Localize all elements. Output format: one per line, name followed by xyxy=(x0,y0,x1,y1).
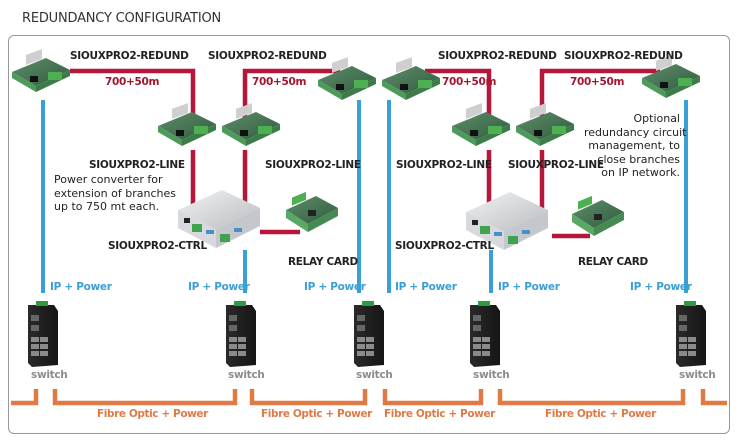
note-line: up to 750 mt each. xyxy=(54,200,160,213)
distance-label: 700+50m xyxy=(442,76,497,88)
switch-label: switch xyxy=(31,369,68,381)
line-note: Power converter for extension of branche… xyxy=(54,173,176,214)
ip-power-label: IP + Power xyxy=(188,281,250,293)
note-line: Power converter for xyxy=(54,173,163,186)
fibre-line xyxy=(52,389,238,406)
switch-label: switch xyxy=(473,369,510,381)
line-module-icon xyxy=(222,103,280,146)
ip-power-label: IP + Power xyxy=(395,281,457,293)
redund-label: SIOUXPRO2-REDUND xyxy=(438,50,557,62)
relay-label: RELAY CARD xyxy=(578,256,648,268)
switch-label: switch xyxy=(679,369,716,381)
redund-module-icon xyxy=(318,57,376,100)
switch-icon xyxy=(226,301,256,367)
fibre-line xyxy=(249,389,368,406)
redund-label: SIOUXPRO2-REDUND xyxy=(564,50,683,62)
line-label: SIOUXPRO2-LINE xyxy=(89,159,185,171)
fibre-lines xyxy=(11,389,727,406)
diagram-title: REDUNDANCY CONFIGURATION xyxy=(22,11,222,26)
ip-power-label: IP + Power xyxy=(630,281,692,293)
relay-card-icon xyxy=(286,191,338,232)
relay-card-icon xyxy=(572,195,624,236)
distance-label: 700+50m xyxy=(570,76,625,88)
line-module-icon xyxy=(516,103,574,146)
fibre-line xyxy=(382,389,484,406)
fibre-label: Fibre Optic + Power xyxy=(261,408,372,420)
note-line: close branches xyxy=(597,152,680,166)
note-line: Optional xyxy=(633,112,680,125)
fibre-line xyxy=(11,389,39,406)
note-line: redundancy circuit xyxy=(584,125,687,139)
redund-module-icon xyxy=(12,49,70,92)
line-module-icon xyxy=(158,103,216,146)
ip-power-label: IP + Power xyxy=(304,281,366,293)
redund-label: SIOUXPRO2-REDUND xyxy=(208,50,327,62)
fibre-label: Fibre Optic + Power xyxy=(97,408,208,420)
ctrl-label: SIOUXPRO2-CTRL xyxy=(108,240,207,252)
ip-power-label: IP + Power xyxy=(50,281,112,293)
rs485-line xyxy=(425,68,492,130)
fibre-label: Fibre Optic + Power xyxy=(384,408,495,420)
note-line: extension of branches xyxy=(54,186,176,200)
switch-label: switch xyxy=(228,369,265,381)
switch-icon xyxy=(354,301,384,367)
diagram-frame xyxy=(8,35,730,434)
fibre-label: Fibre Optic + Power xyxy=(545,408,656,420)
line-label: SIOUXPRO2-LINE xyxy=(396,159,492,171)
note-line: on IP network. xyxy=(601,166,680,179)
ctrl-label: SIOUXPRO2-CTRL xyxy=(395,240,494,252)
line-label: SIOUXPRO2-LINE xyxy=(508,159,604,171)
distance-label: 700+50m xyxy=(252,76,307,88)
fibre-line xyxy=(497,389,686,406)
relay-label: RELAY CARD xyxy=(288,256,358,268)
redund-label: SIOUXPRO2-REDUND xyxy=(70,50,189,62)
fibre-line xyxy=(700,389,727,406)
switch-label: switch xyxy=(356,369,393,381)
note-line: management, to xyxy=(588,139,680,152)
line-label: SIOUXPRO2-LINE xyxy=(265,159,361,171)
rs485-line xyxy=(70,68,196,130)
redund-module-icon xyxy=(382,57,440,100)
line-module-icon xyxy=(452,103,510,146)
ip-power-label: IP + Power xyxy=(498,281,560,293)
distance-label: 700+50m xyxy=(105,76,160,88)
switch-icon xyxy=(470,301,500,367)
ip-power-lines xyxy=(41,100,688,293)
switch-icon xyxy=(676,301,706,367)
switch-icon xyxy=(28,301,58,367)
redund-note: Optional redundancy circuit management, … xyxy=(584,112,687,180)
